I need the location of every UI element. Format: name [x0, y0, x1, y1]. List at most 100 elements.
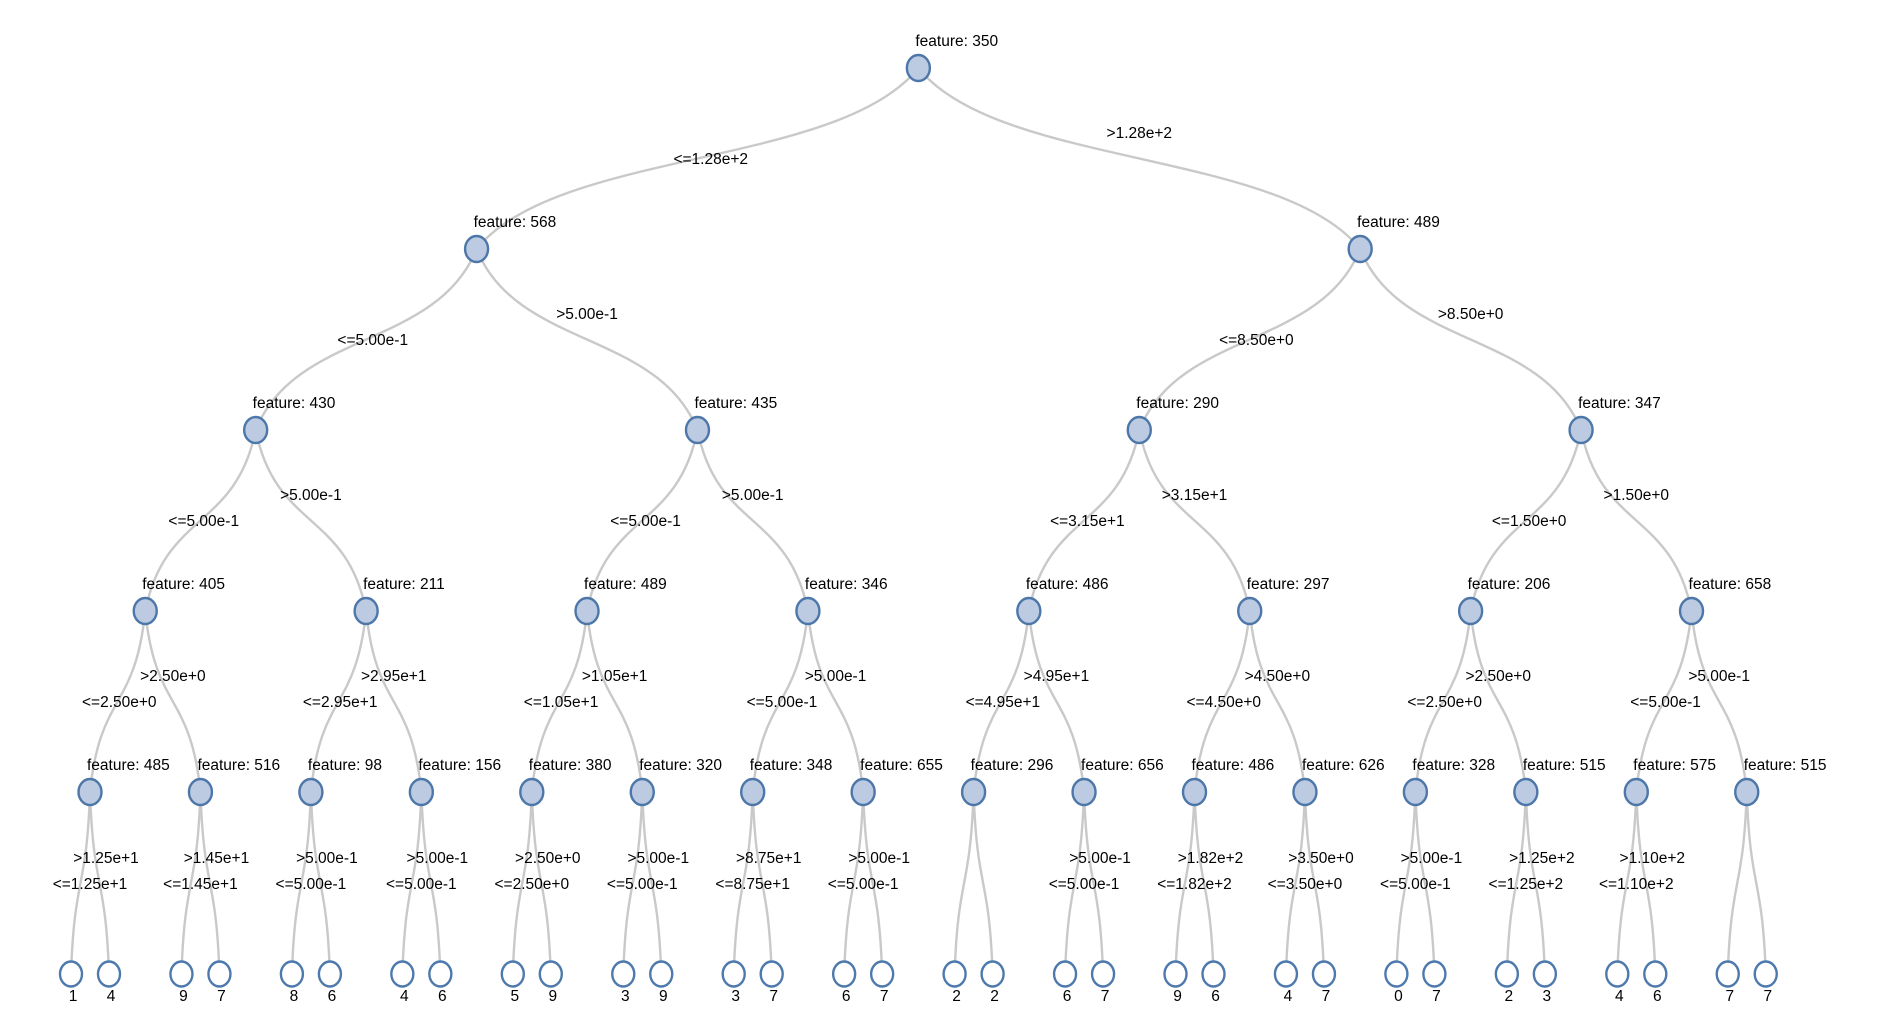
- tree-node: [740, 777, 766, 807]
- threshold-gt-label: >4.95e+1: [1024, 668, 1090, 685]
- leaf-node: [1273, 960, 1299, 988]
- leaf-node: [942, 960, 967, 988]
- tree-edge: [1635, 790, 1657, 976]
- threshold-gt-label: >2.95e+1: [361, 668, 427, 685]
- tree-edge: [732, 790, 754, 976]
- leaf-node: [500, 960, 525, 988]
- tree-node: [684, 415, 711, 445]
- leaf-value-label: 9: [659, 988, 668, 1005]
- tree-edge: [696, 428, 810, 613]
- threshold-le-label: <=5.00e-1: [276, 876, 347, 893]
- tree-edge: [751, 790, 773, 976]
- tree-edge: [364, 609, 423, 794]
- leaf-node: [1384, 960, 1409, 988]
- tree-node: [1734, 777, 1760, 807]
- tree-edge: [254, 247, 478, 432]
- leaf-node: [1052, 960, 1078, 988]
- leaf-node: [1311, 960, 1337, 988]
- tree-node: [298, 777, 324, 807]
- tree-edge: [144, 609, 202, 794]
- leaf-value-label: 7: [880, 988, 889, 1005]
- feature-label: feature: 626: [1302, 757, 1385, 774]
- tree-node: [1513, 777, 1539, 807]
- leaf-value-label: 5: [510, 988, 519, 1005]
- threshold-le-label: <=3.50e+0: [1268, 876, 1343, 893]
- threshold-gt-label: >3.50e+0: [1288, 850, 1354, 867]
- tree-node: [1402, 777, 1429, 807]
- leaf-node: [759, 960, 784, 988]
- threshold-le-label: <=1.82e+2: [1157, 876, 1232, 893]
- threshold-gt-label: >1.10e+2: [1620, 850, 1686, 867]
- threshold-le-label: <=5.00e-1: [1049, 876, 1120, 893]
- threshold-le-label: <=8.50e+0: [1219, 332, 1294, 349]
- threshold-gt-label: >1.50e+0: [1604, 487, 1670, 504]
- leaf-node: [279, 960, 305, 988]
- leaf-value-label: 3: [1543, 988, 1552, 1005]
- threshold-le-label: <=1.45e+1: [163, 876, 238, 893]
- leaf-node: [428, 960, 453, 988]
- leaf-node: [649, 960, 674, 988]
- threshold-gt-label: >5.00e-1: [848, 850, 910, 867]
- tree-node: [408, 777, 435, 807]
- tree-node: [905, 53, 932, 83]
- threshold-gt-label: >1.25e+2: [1509, 850, 1575, 867]
- leaf-node: [1605, 960, 1630, 988]
- leaf-value-label: 0: [1394, 988, 1403, 1005]
- feature-label: feature: 348: [750, 757, 833, 774]
- tree-node: [1237, 596, 1263, 626]
- feature-label: feature: 655: [860, 757, 943, 774]
- tree-edge: [585, 428, 699, 613]
- tree-edge: [1082, 790, 1105, 976]
- threshold-gt-label: >4.50e+0: [1245, 668, 1311, 685]
- tree-node: [795, 596, 821, 626]
- feature-label: feature: 658: [1689, 576, 1772, 593]
- leaf-value-label: 2: [1505, 988, 1514, 1005]
- leaf-value-label: 7: [1432, 988, 1441, 1005]
- tree-edge: [420, 790, 442, 976]
- feature-label: feature: 515: [1744, 757, 1827, 774]
- tree-edge: [309, 790, 332, 976]
- threshold-le-label: <=5.00e-1: [1380, 876, 1451, 893]
- threshold-le-label: <=5.00e-1: [337, 332, 408, 349]
- tree-edge: [1469, 428, 1583, 613]
- threshold-gt-label: >5.00e-1: [1069, 850, 1131, 867]
- tree-edge: [475, 247, 699, 432]
- feature-label: feature: 568: [474, 214, 557, 231]
- feature-label: feature: 297: [1247, 576, 1330, 593]
- tree-node: [1347, 234, 1373, 264]
- threshold-le-label: <=1.50e+0: [1492, 513, 1567, 530]
- threshold-gt-label: >1.28e+2: [1107, 125, 1173, 142]
- threshold-gt-label: >5.00e-1: [1401, 850, 1463, 867]
- leaf-value-label: 7: [1101, 988, 1110, 1005]
- threshold-gt-label: >5.00e-1: [805, 668, 867, 685]
- tree-edge: [1138, 247, 1362, 432]
- feature-label: feature: 328: [1412, 757, 1495, 774]
- leaf-value-label: 6: [842, 988, 851, 1005]
- leaf-node: [1643, 960, 1668, 988]
- threshold-gt-label: >2.50e+0: [1465, 668, 1531, 685]
- feature-label: feature: 211: [363, 576, 445, 593]
- tree-edge: [290, 790, 313, 976]
- tree-edge: [1248, 609, 1307, 794]
- leaf-node: [58, 960, 84, 988]
- tree-edge: [1414, 609, 1472, 794]
- tree-node: [960, 777, 987, 807]
- leaf-node: [538, 960, 563, 988]
- tree-node: [574, 596, 600, 626]
- feature-label: feature: 489: [1357, 214, 1440, 231]
- tree-node: [242, 415, 269, 445]
- tree-edge: [1505, 790, 1528, 976]
- leaf-node: [207, 960, 232, 988]
- leaf-node: [980, 960, 1005, 988]
- leaf-value-label: 9: [548, 988, 557, 1005]
- tree-node: [850, 777, 876, 807]
- feature-label: feature: 656: [1081, 757, 1164, 774]
- leaf-value-label: 8: [290, 988, 299, 1005]
- threshold-le-label: <=5.00e-1: [607, 876, 678, 893]
- leaf-value-label: 9: [179, 988, 188, 1005]
- tree-edge: [1745, 790, 1767, 976]
- tree-edge: [806, 609, 865, 794]
- leaf-node: [869, 960, 895, 988]
